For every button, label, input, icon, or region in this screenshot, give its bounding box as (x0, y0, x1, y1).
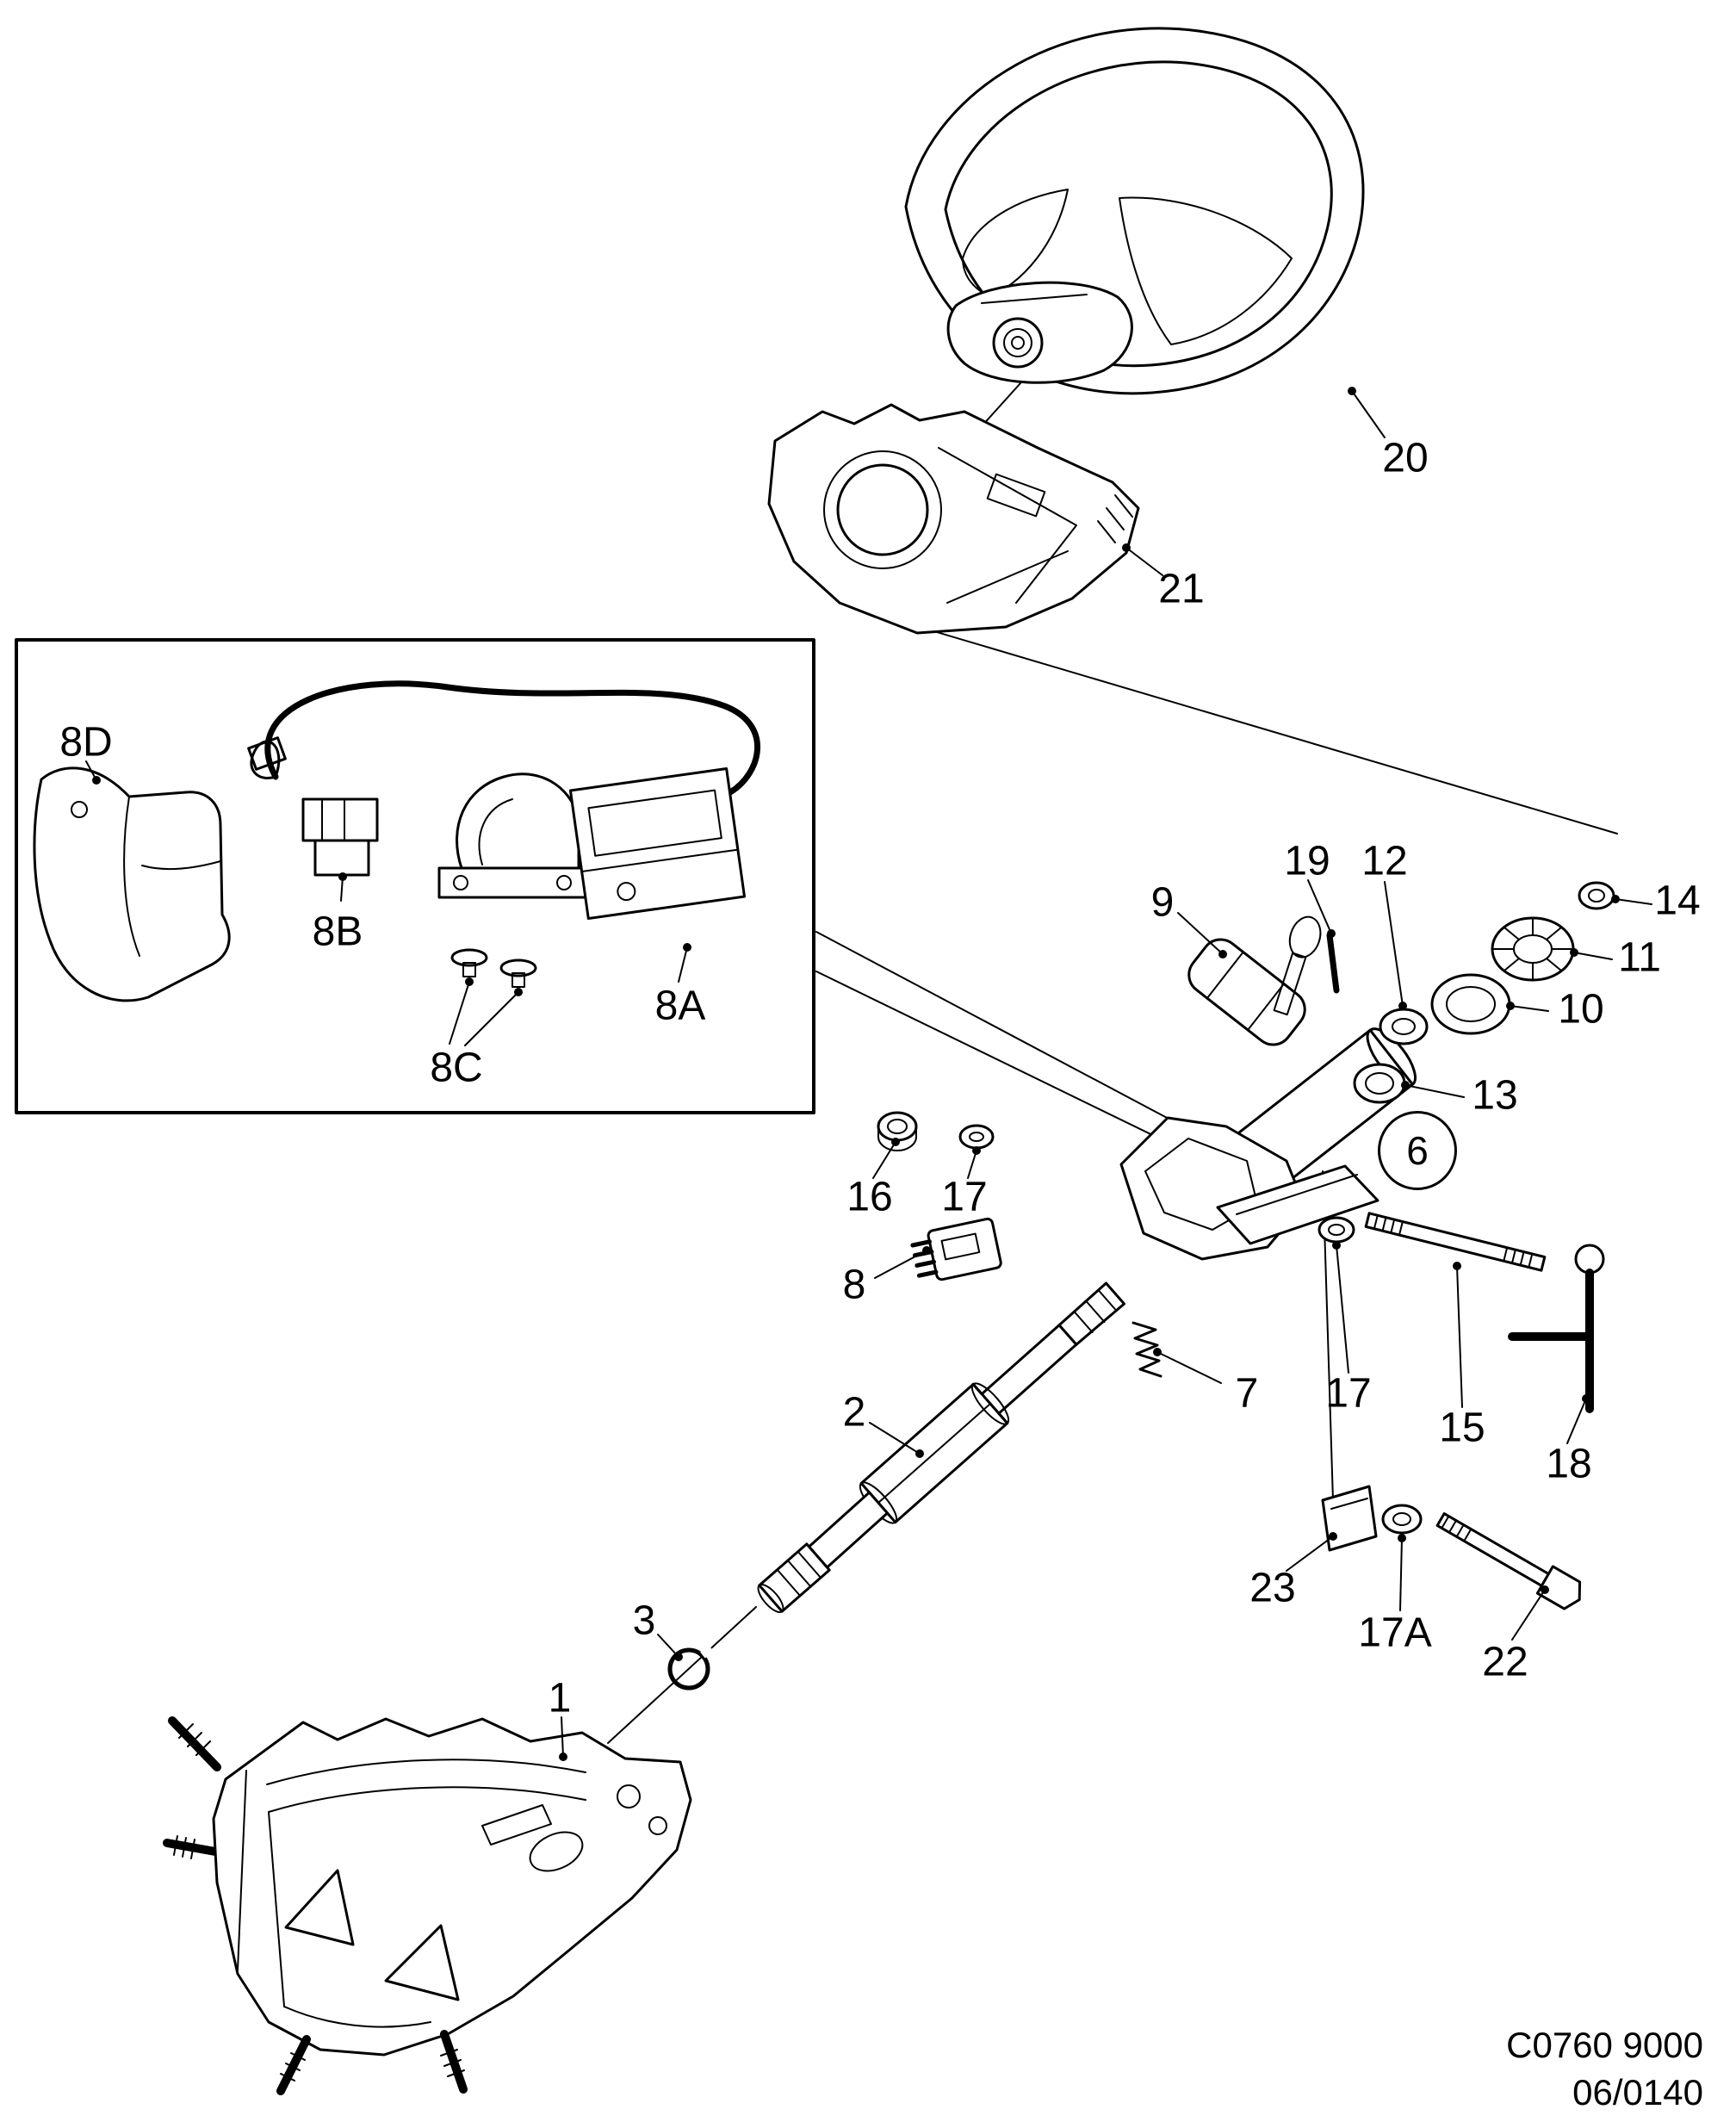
rivets-8c-art (450, 948, 537, 988)
mount-bracket-art (163, 1716, 692, 2095)
bearing-rollers (1491, 917, 1574, 981)
key-art (1273, 915, 1322, 1016)
doc-code: C0760 9000 (1506, 2025, 1703, 2065)
snap-ring-art (667, 1645, 714, 1691)
leader-lines (85, 387, 1652, 1761)
bearing-stack-art (1353, 881, 1615, 1104)
spring-7-art (1132, 1321, 1162, 1378)
doc-revision: 06/0140 (1572, 2071, 1703, 2112)
rod-18-art (1508, 1244, 1605, 1413)
plate-23-art (1321, 1485, 1378, 1552)
module-8a-art (437, 767, 747, 921)
cover-8d-art (33, 766, 231, 1002)
bolt-22-art (1435, 1512, 1582, 1610)
steering-wheel-art (904, 27, 1365, 395)
doc-footer: C0760 9000 06/0140 (1506, 2022, 1703, 2116)
inset-box (15, 638, 815, 1114)
stud-15-art (1364, 1212, 1547, 1272)
hardware-art (877, 1111, 1605, 1610)
pin-19-art (1326, 932, 1340, 994)
steering-shaft-art (757, 1281, 1125, 1613)
ignition-lock-art (1187, 938, 1306, 1046)
column-bracket-art (767, 403, 1140, 635)
harness-art (247, 680, 761, 877)
